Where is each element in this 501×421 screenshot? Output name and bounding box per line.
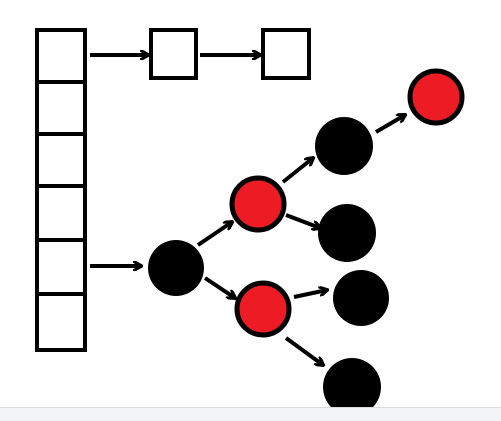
hash-slot	[35, 292, 87, 352]
tree-arrow	[293, 290, 327, 299]
tree-arrow	[203, 276, 235, 298]
hash-table	[35, 28, 87, 352]
tree-node-upper-far	[315, 117, 373, 175]
tree-arrow	[284, 336, 323, 365]
linked-chain	[90, 28, 311, 80]
tree-node-root	[148, 240, 204, 296]
tree-arrow	[281, 158, 313, 184]
hash-slot	[35, 184, 87, 242]
tree-node-upper-mid	[229, 175, 287, 233]
hash-slot	[35, 132, 87, 188]
tree-arrow	[374, 115, 405, 134]
tree	[90, 68, 465, 416]
tree-node-lower-mid	[234, 280, 292, 338]
tree-arrow	[196, 222, 232, 247]
tree-node-bottom-leaf	[323, 358, 381, 416]
tree-node-lower-right-leaf	[333, 270, 389, 326]
chain-node-box	[261, 28, 311, 80]
tree-node-upper-right-leaf	[318, 204, 376, 262]
tree-arrow	[285, 213, 320, 228]
tree-node-top-leaf	[407, 68, 465, 126]
hash-slot	[35, 28, 87, 84]
hash-slot	[35, 80, 87, 136]
chain-node-box	[149, 28, 198, 80]
footer-strip	[0, 407, 501, 421]
hash-slot	[35, 238, 87, 296]
